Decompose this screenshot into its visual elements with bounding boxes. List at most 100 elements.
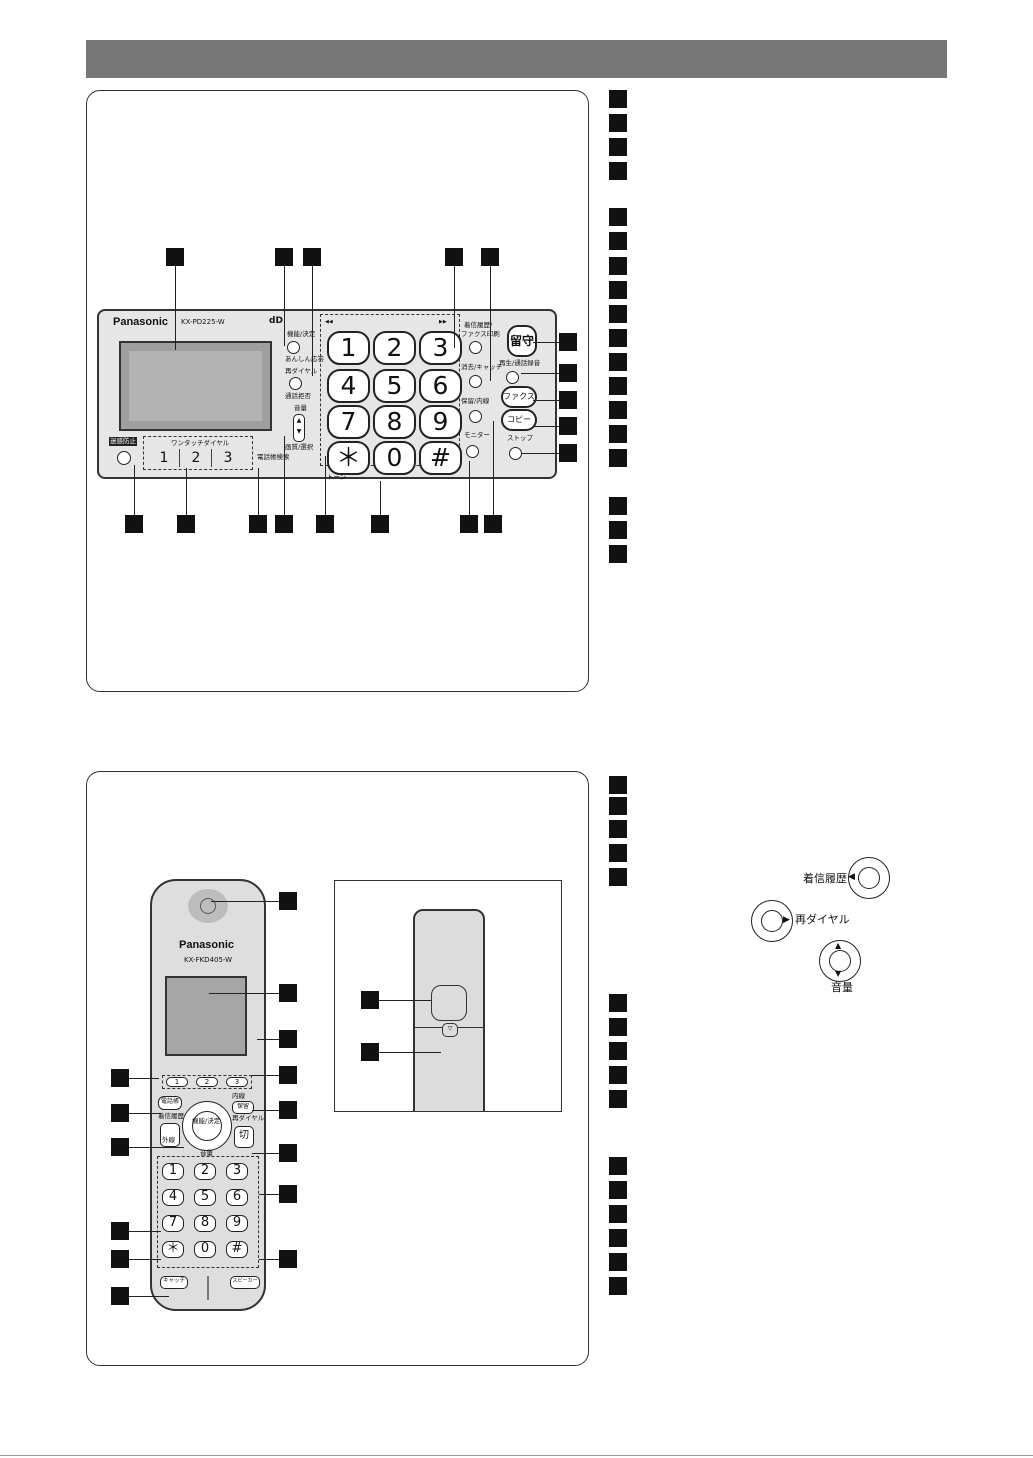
nuisance-button[interactable] — [117, 451, 131, 465]
hkey-9[interactable]: 9 — [226, 1215, 248, 1232]
callout-marker — [279, 1250, 297, 1268]
monitor-label: モニター — [464, 431, 490, 439]
callout-marker — [111, 1222, 129, 1240]
leader-line — [257, 1039, 279, 1040]
function-button[interactable] — [287, 341, 300, 354]
hkey-7[interactable]: 7 — [162, 1215, 184, 1232]
monitor-button[interactable] — [466, 445, 479, 458]
list-marker — [609, 90, 627, 108]
key-6[interactable]: 6 — [419, 369, 462, 403]
list-marker — [609, 1277, 627, 1295]
callout-marker — [111, 1069, 129, 1087]
erase-button[interactable] — [469, 375, 482, 388]
leader-line — [129, 1231, 161, 1232]
key-3[interactable]: 3 — [419, 331, 462, 365]
leader-line — [252, 1110, 279, 1111]
onetouch-3[interactable]: 3 — [223, 450, 233, 466]
onetouch-label: ワンタッチダイヤル — [171, 439, 230, 447]
hold-label: 保留/内線 — [461, 397, 490, 405]
key-2[interactable]: 2 — [373, 331, 416, 365]
intercom-label: 内線 — [232, 1092, 245, 1100]
fax-button[interactable]: ファクス — [501, 386, 537, 408]
nav-redial-icon: ▶ — [751, 900, 793, 942]
answer-button[interactable]: 留守 — [507, 325, 537, 357]
callout-marker — [445, 248, 463, 266]
leader-line — [284, 266, 285, 346]
leader-line — [258, 468, 259, 515]
key-9[interactable]: 9 — [419, 405, 462, 439]
callout-marker — [361, 1043, 379, 1061]
nav-pad[interactable] — [182, 1101, 232, 1151]
leader-line — [129, 1113, 161, 1114]
redial-label: 再ダイヤル — [232, 1114, 265, 1122]
catch-button[interactable]: キャッチ — [160, 1276, 188, 1289]
skip-back-icon: ◀◀ — [325, 319, 333, 325]
copy-button[interactable]: コピー — [501, 409, 537, 431]
onetouch-2[interactable]: 2 — [181, 449, 212, 467]
leader-line — [533, 426, 559, 427]
leader-line — [259, 1259, 279, 1260]
softkey-1[interactable]: 1 — [166, 1077, 188, 1087]
softkey-2[interactable]: 2 — [196, 1077, 218, 1087]
tone-label: トーン — [327, 473, 347, 481]
key-7[interactable]: 7 — [327, 405, 370, 439]
hkey-3[interactable]: 3 — [226, 1163, 248, 1180]
callout-marker — [166, 248, 184, 266]
hold-button[interactable] — [469, 410, 482, 423]
caller-history-label: 着信履歴/ — [464, 321, 493, 329]
hkey-hash[interactable]: # — [226, 1241, 248, 1258]
phonebook-button[interactable]: 電話帳 — [158, 1096, 182, 1110]
handset-brand: Panasonic — [179, 939, 235, 951]
end-call-button[interactable]: 切 — [234, 1126, 254, 1148]
key-8[interactable]: 8 — [373, 405, 416, 439]
speaker-button[interactable]: スピーカー — [230, 1276, 260, 1289]
leader-line — [521, 373, 559, 374]
play-button[interactable] — [506, 371, 519, 384]
callout-marker — [361, 991, 379, 1009]
base-unit-panel: Panasonic KX-PD225-W dD 機能/決定 あんしん応答 再ダイ… — [86, 90, 589, 692]
list-marker — [609, 449, 627, 467]
key-0[interactable]: 0 — [373, 441, 416, 475]
volume-rocker[interactable]: ▲▼ — [293, 414, 305, 442]
list-marker — [609, 425, 627, 443]
list-marker — [609, 844, 627, 862]
quality-label: 画質/選択 — [285, 443, 314, 451]
softkey-3[interactable]: 3 — [226, 1077, 248, 1087]
key-hash[interactable]: # — [419, 441, 462, 475]
hkey-2[interactable]: 2 — [194, 1163, 216, 1180]
onetouch-1[interactable]: 1 — [149, 449, 180, 467]
list-marker — [609, 377, 627, 395]
caller-history-button[interactable] — [469, 341, 482, 354]
key-1[interactable]: 1 — [327, 331, 370, 365]
callout-marker — [279, 1144, 297, 1162]
list-marker — [609, 232, 627, 250]
hkey-8[interactable]: 8 — [194, 1215, 216, 1232]
base-display — [119, 341, 272, 431]
key-5[interactable]: 5 — [373, 369, 416, 403]
hold-button[interactable]: 保留 — [232, 1101, 254, 1114]
hkey-star[interactable]: ＊ — [162, 1241, 184, 1258]
leader-line — [129, 1078, 159, 1079]
nav-volume-label: 音量 — [831, 981, 853, 994]
hkey-6[interactable]: 6 — [226, 1189, 248, 1206]
key-4[interactable]: 4 — [327, 369, 370, 403]
leader-line — [252, 1075, 279, 1076]
microphone — [207, 1276, 209, 1300]
hkey-1[interactable]: 1 — [162, 1163, 184, 1180]
key-star[interactable]: ＊ — [327, 441, 370, 475]
hkey-5[interactable]: 5 — [194, 1189, 216, 1206]
hkey-4[interactable]: 4 — [162, 1189, 184, 1206]
section-header-bar — [86, 40, 947, 78]
list-marker — [609, 1157, 627, 1175]
hkey-0[interactable]: 0 — [194, 1241, 216, 1258]
redial-label: 再ダイヤル — [285, 367, 318, 375]
callout-marker — [279, 892, 297, 910]
list-marker — [609, 1042, 627, 1060]
offhook-button[interactable] — [160, 1123, 180, 1147]
list-marker — [609, 257, 627, 275]
d-logo: dD — [269, 316, 283, 326]
callout-marker — [303, 248, 321, 266]
list-marker — [609, 1205, 627, 1223]
list-marker — [609, 329, 627, 347]
redial-button[interactable] — [289, 377, 302, 390]
